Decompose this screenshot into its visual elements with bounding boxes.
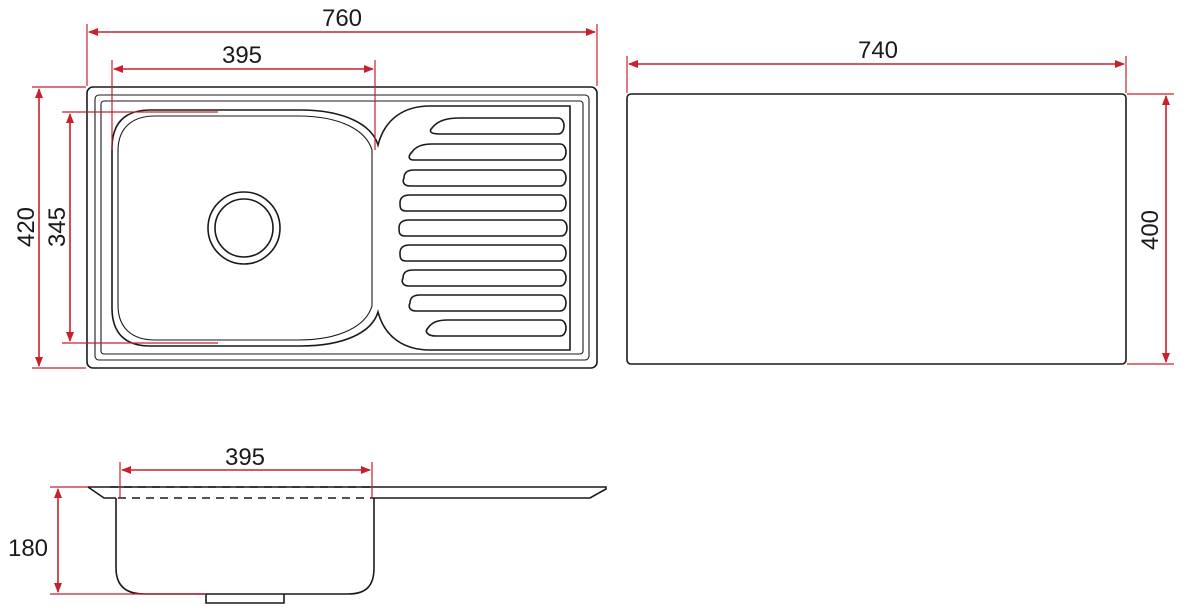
dimension-345: 345 [44,111,218,344]
dimension-label-180: 180 [8,535,48,562]
drainboard-rib [402,169,567,187]
dimension-420: 420 [13,86,86,369]
sink-deck-edge [100,100,584,355]
dimension-label-760: 760 [322,5,362,32]
drainboard-rib [401,269,567,287]
dimension-180: 180 [8,486,206,595]
drain-inner-ring [214,198,274,258]
sink-bowl-inner [117,115,373,341]
drainboard-rib [408,143,567,161]
drainboard-rib [398,219,568,237]
drainboard-rib [399,244,567,262]
drainboard-rib [429,117,565,135]
sink-side-view [87,486,607,604]
side-bowl-profile [115,498,375,595]
dimension-760: 760 [86,5,598,86]
dimension-label-420: 420 [13,207,40,247]
dimension-label-395-side: 395 [225,444,265,471]
sink-bowl [111,105,571,351]
side-top-rim [88,486,607,499]
sink-outer-rim [86,86,598,369]
side-drain-outlet [205,594,285,604]
drainboard-rib [408,294,567,312]
dimension-400: 400 [1127,93,1174,365]
dimension-740: 740 [626,37,1127,93]
cutout-view [626,93,1127,365]
drainboard-ribs [398,117,568,337]
drainboard-rib [399,194,567,212]
drainboard-rib [425,319,567,337]
dimension-395-top: 395 [111,42,376,150]
dimension-label-740: 740 [858,37,898,64]
dimension-label-400: 400 [1137,210,1164,250]
sink-top-view [86,86,598,369]
dimension-label-395-top: 395 [222,42,262,69]
drain-outer-ring [207,191,281,265]
sink-inner-rim [94,94,590,361]
side-left-lip [87,486,116,499]
dimension-395-side: 395 [119,444,373,498]
dimension-label-345: 345 [44,207,71,247]
cutout-rectangle [626,93,1127,365]
